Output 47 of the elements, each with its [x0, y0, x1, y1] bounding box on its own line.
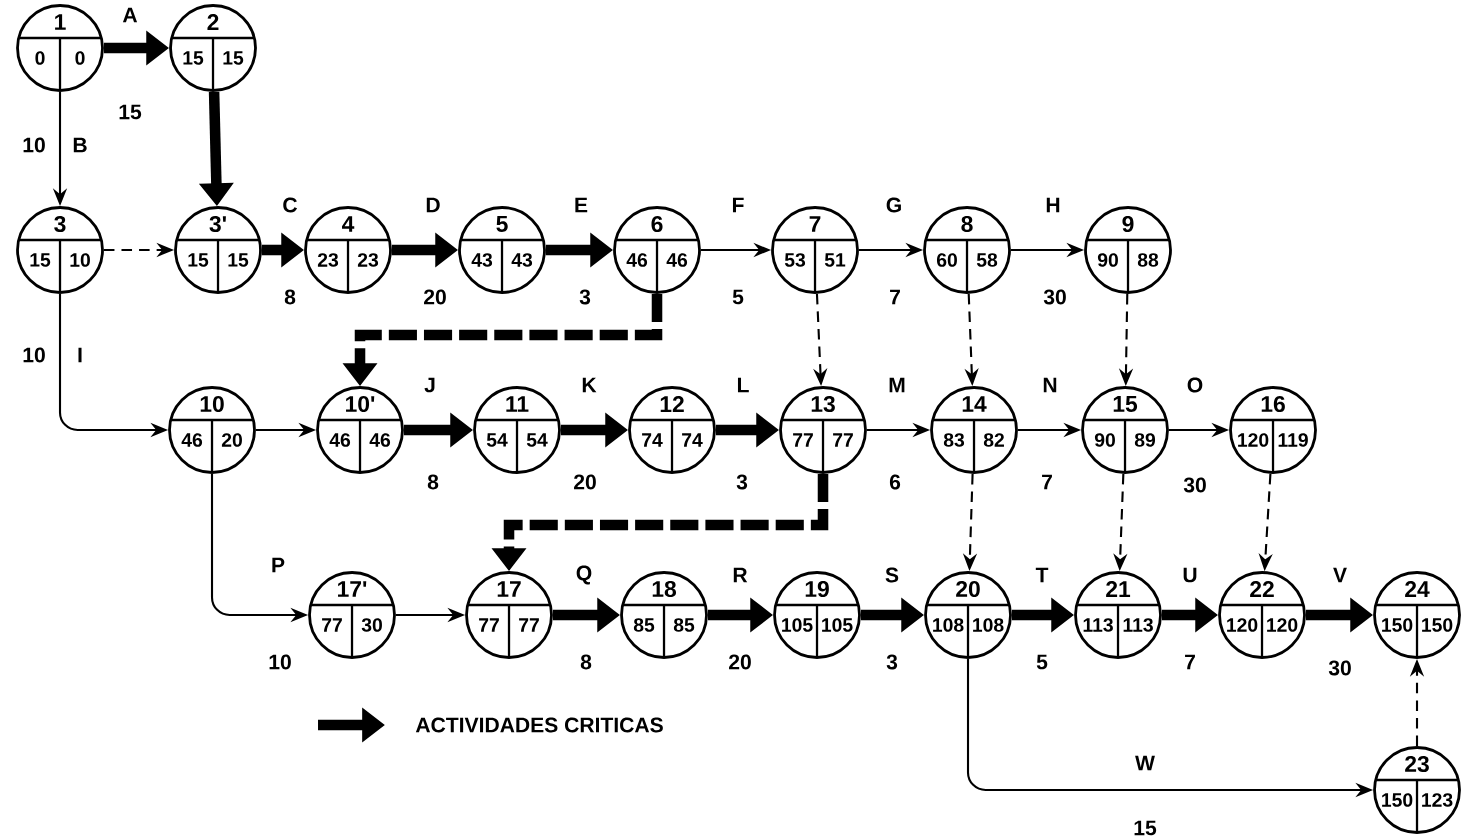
edge-label: L	[734, 376, 752, 394]
edge-label: A	[120, 6, 140, 24]
duration-number: 7	[890, 289, 900, 305]
edge-label: V	[1331, 566, 1349, 584]
edge-label: H	[1043, 196, 1063, 214]
edge-label: E	[572, 196, 590, 214]
duration-number: 5	[732, 289, 744, 305]
edge-label: J	[422, 375, 438, 395]
duration-number: 15	[1134, 820, 1157, 836]
duration-number: 8	[427, 474, 439, 490]
edge-label: D	[423, 196, 443, 214]
edge-label: N	[1040, 376, 1060, 394]
duration-number: 3	[886, 654, 898, 670]
duration-number: 30	[1328, 660, 1351, 676]
duration-number: 30	[1043, 289, 1066, 305]
duration-number: 8	[580, 654, 592, 670]
edge-label: T	[1033, 566, 1051, 584]
legend-text: ACTIVIDADES CRITICAS	[415, 717, 663, 733]
duration-number: 5	[1036, 654, 1048, 670]
duration-number: 30	[1183, 477, 1206, 493]
duration-number: 15	[119, 104, 142, 120]
edge-label: B	[70, 136, 90, 154]
edge-label: O	[1185, 375, 1205, 395]
duration-number: 8	[284, 289, 296, 305]
edge-label: G	[884, 195, 904, 215]
edge-label: R	[730, 566, 750, 584]
edge-label: I	[75, 346, 85, 364]
duration-number: 10	[23, 137, 45, 153]
duration-number: 3	[579, 289, 591, 305]
edge-label: M	[886, 376, 908, 394]
edge-label: W	[1133, 754, 1157, 772]
duration-number: 7	[1185, 654, 1195, 670]
duration-number: 10	[269, 654, 291, 670]
duration-number: 20	[574, 474, 596, 490]
duration-number: 6	[889, 474, 901, 490]
edge-label: F	[729, 196, 747, 214]
duration-number: 3	[736, 474, 748, 490]
duration-number: 7	[1042, 474, 1052, 490]
edge-label: Q	[574, 563, 594, 587]
edge-label: U	[1180, 565, 1200, 585]
duration-number: 10	[23, 347, 45, 363]
duration-number: 20	[424, 289, 446, 305]
edge-label: K	[579, 376, 599, 394]
duration-number: 20	[729, 654, 751, 670]
edge-label: P	[269, 556, 287, 574]
edge-label: S	[883, 565, 901, 585]
edge-label: C	[280, 195, 300, 215]
